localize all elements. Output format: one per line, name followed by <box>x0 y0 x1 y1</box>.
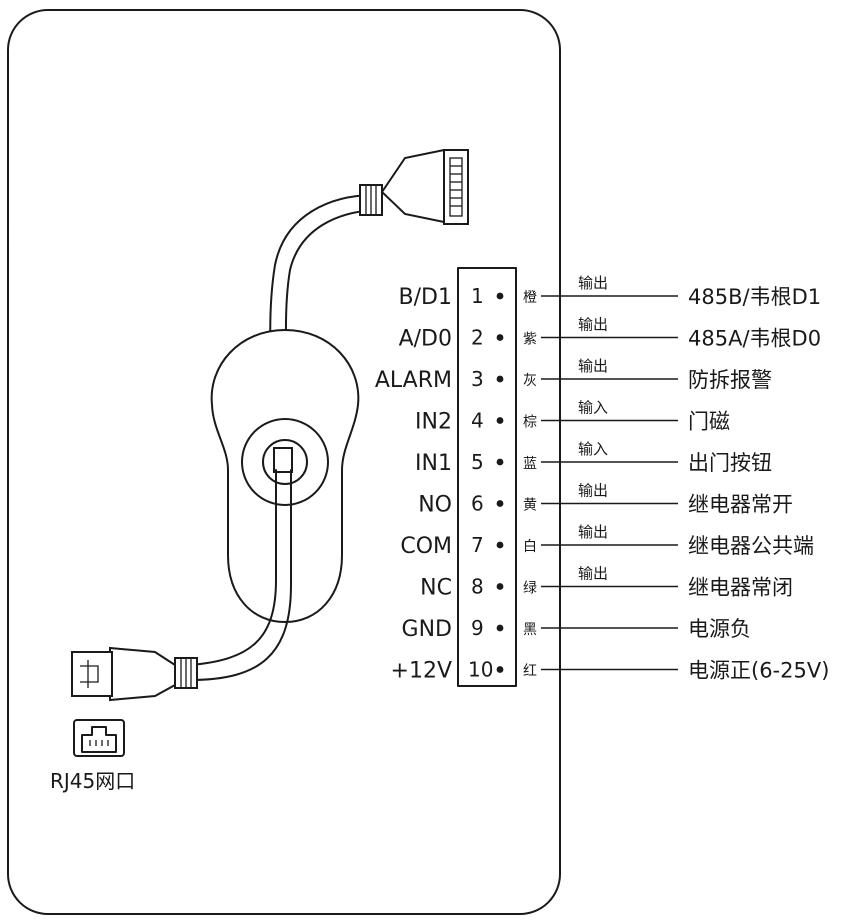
bottom-cable-ferrule <box>174 657 198 689</box>
pin-name: IN1 <box>415 451 452 476</box>
pin-contact-dot <box>496 583 504 590</box>
pin-contact-dot <box>496 375 504 383</box>
pin-function-label: 485A/韦根D0 <box>688 327 821 351</box>
bottom-cable <box>189 469 277 666</box>
pin-row: +12V 10 红 电源正(6-25V) <box>391 658 830 684</box>
pin-contact-dot <box>496 458 504 466</box>
wire-color-label: 黑 <box>523 622 537 638</box>
signal-direction-label: 输出 <box>578 565 608 583</box>
pin-contact-dot <box>496 417 504 424</box>
ethernet-port-icon <box>73 719 125 757</box>
pin-number: 7 <box>471 533 484 557</box>
signal-direction-label: 输入 <box>578 399 608 417</box>
wire-color-label: 蓝 <box>523 456 537 472</box>
pin-number: 2 <box>471 326 484 350</box>
wire-color-label: 白 <box>523 539 537 555</box>
wire-color-label: 灰 <box>523 373 537 389</box>
pin-contact-dot <box>496 292 504 300</box>
rj45-label: RJ45网口 <box>50 769 135 793</box>
pin-function-label: 电源负 <box>688 617 751 641</box>
pin-name: ALARM <box>375 368 452 393</box>
pin-contact-dot <box>496 541 504 549</box>
signal-direction-label: 输出 <box>578 357 608 375</box>
wire-color-label: 紫 <box>523 332 537 348</box>
wire-color-label: 绿 <box>523 581 537 597</box>
signal-direction-label: 输出 <box>578 274 608 292</box>
pin-number: 9 <box>471 616 484 640</box>
pin-function-label: 485B/韦根D1 <box>688 285 821 309</box>
bottom-cable-inner <box>189 469 292 681</box>
terminal-plug-connector <box>380 149 469 225</box>
pin-number: 5 <box>471 450 484 474</box>
pin-number: 8 <box>471 575 484 599</box>
pin-name: A/D0 <box>399 327 452 352</box>
pin-contact-dot <box>496 334 504 341</box>
signal-direction-label: 输出 <box>578 316 608 334</box>
pin-contact-dot <box>496 500 504 507</box>
cable-grommet <box>273 447 293 473</box>
top-cable-ferrule <box>359 184 383 216</box>
signal-direction-label: 输出 <box>578 523 608 541</box>
terminal-block <box>457 267 517 687</box>
pin-name: COM <box>400 534 452 559</box>
pin-row: A/D0 2 紫 输出 485A/韦根D0 <box>399 316 821 352</box>
pin-number: 6 <box>471 492 484 516</box>
signal-direction-label: 输入 <box>578 440 608 458</box>
pin-function-label: 门磁 <box>688 410 730 434</box>
pin-name: +12V <box>391 659 452 684</box>
pin-name: IN2 <box>415 410 452 435</box>
pin-contact-dot <box>496 624 504 632</box>
pin-name: NC <box>420 576 452 601</box>
rj45-plug <box>71 646 176 702</box>
wire-color-label: 橙 <box>523 290 537 306</box>
pin-name: NO <box>418 493 452 518</box>
pin-name: GND <box>402 617 452 642</box>
pin-contact-dot <box>496 666 504 673</box>
pin-function-label: 防拆报警 <box>688 368 772 392</box>
pin-function-label: 继电器公共端 <box>688 534 814 558</box>
pin-number: 1 <box>471 284 484 308</box>
pin-function-label: 电源正(6-25V) <box>688 659 829 683</box>
wire-color-label: 黄 <box>523 497 537 514</box>
wire-color-label: 棕 <box>523 415 537 431</box>
pin-row: B/D1 1 橙 输出 485B/韦根D1 <box>399 274 822 310</box>
pin-row: GND 9 黑 电源负 <box>402 616 751 642</box>
pin-number: 4 <box>471 409 484 433</box>
pin-number: 3 <box>471 367 484 391</box>
signal-direction-label: 输出 <box>578 482 608 500</box>
pin-function-label: 继电器常开 <box>688 493 793 517</box>
pin-name: B/D1 <box>399 285 452 310</box>
pin-function-label: 出门按钮 <box>688 451 772 475</box>
wire-color-label: 红 <box>523 664 537 680</box>
pin-function-label: 继电器常闭 <box>688 576 793 600</box>
pin-number: 10 <box>468 658 493 682</box>
